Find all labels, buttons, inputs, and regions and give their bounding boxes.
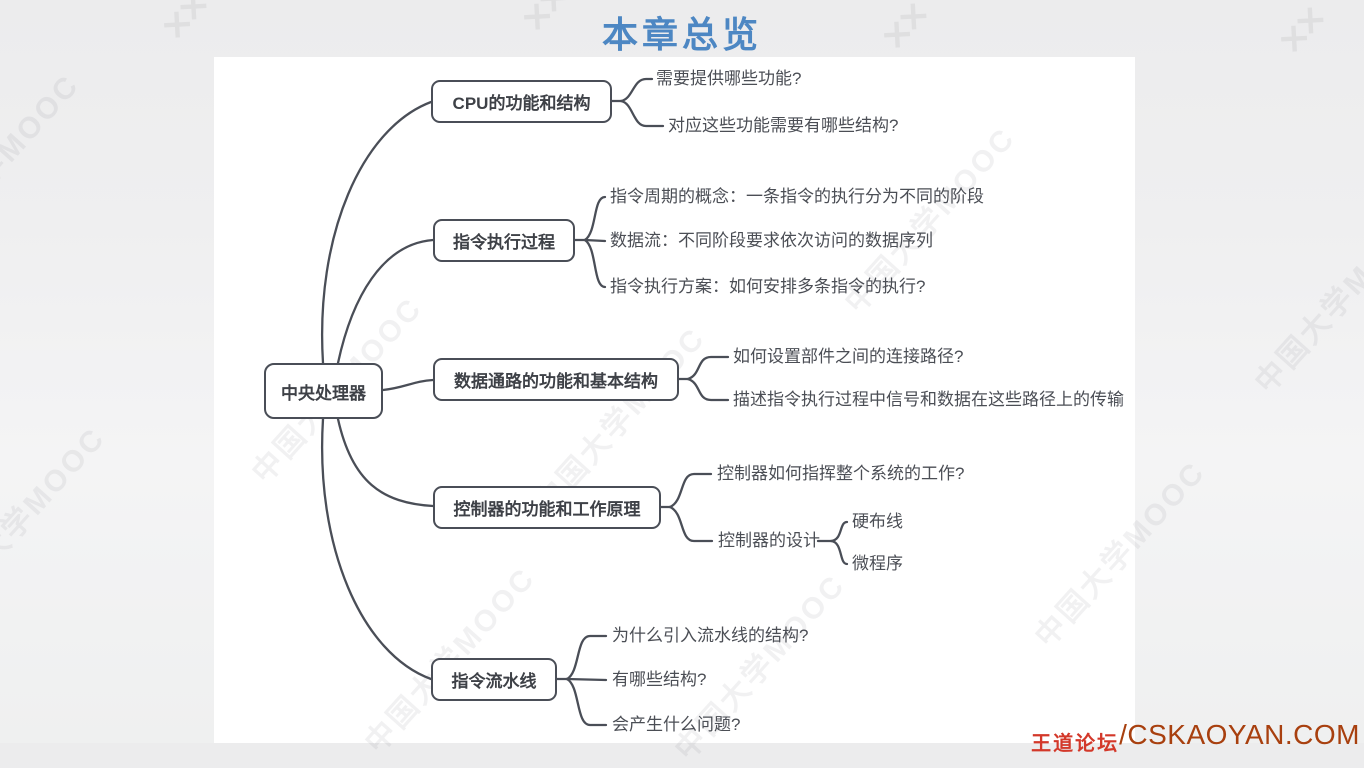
mindmap-leaf: 指令周期的概念：一条指令的执行分为不同的阶段 xyxy=(610,187,984,206)
mindmap-leaf: 硬布线 xyxy=(852,512,903,531)
mindmap-node-root: 中央处理器 xyxy=(264,363,383,419)
mindmap-node-instruction-execution: 指令执行过程 xyxy=(433,219,575,262)
mindmap-node-datapath: 数据通路的功能和基本结构 xyxy=(433,358,679,401)
mindmap-leaf: 描述指令执行过程中信号和数据在这些路径上的传输 xyxy=(733,390,1124,409)
mindmap-leaf: 如何设置部件之间的连接路径? xyxy=(733,347,964,366)
site-watermark-domain: /CSKAOYAN.COM xyxy=(1119,719,1360,750)
mooc-watermark: 中国大学MOOC xyxy=(0,68,87,267)
mindmap-leaf: 为什么引入流水线的结构? xyxy=(612,626,809,645)
mooc-watermark: 中国大学MOOC xyxy=(1248,201,1364,400)
mindmap-leaf: 控制器的设计 xyxy=(718,531,820,550)
mindmap-node-controller: 控制器的功能和工作原理 xyxy=(433,486,661,529)
mindmap-leaf: 数据流：不同阶段要求依次访问的数据序列 xyxy=(610,231,933,250)
mindmap-leaf: 控制器如何指挥整个系统的工作? xyxy=(717,464,965,483)
mooc-watermark: 中国大学MOOC xyxy=(0,421,113,620)
mindmap-leaf: 指令执行方案：如何安排多条指令的执行? xyxy=(610,277,926,296)
mindmap-node-cpu-function-structure: CPU的功能和结构 xyxy=(431,80,612,123)
mindmap-leaf: 有哪些结构? xyxy=(612,670,707,689)
mindmap-leaf: 对应这些功能需要有哪些结构? xyxy=(668,116,899,135)
mindmap-leaf: 会产生什么问题? xyxy=(612,715,741,734)
site-watermark: 王道论坛/CSKAOYAN.COM xyxy=(1031,719,1360,755)
page-title: 本章总览 xyxy=(601,14,762,56)
mindmap-leaf: 微程序 xyxy=(852,554,903,573)
mindmap-leaf: 需要提供哪些功能? xyxy=(656,69,802,88)
site-watermark-prefix: 王道论坛 xyxy=(1031,733,1120,755)
mindmap-node-pipeline: 指令流水线 xyxy=(431,658,557,701)
